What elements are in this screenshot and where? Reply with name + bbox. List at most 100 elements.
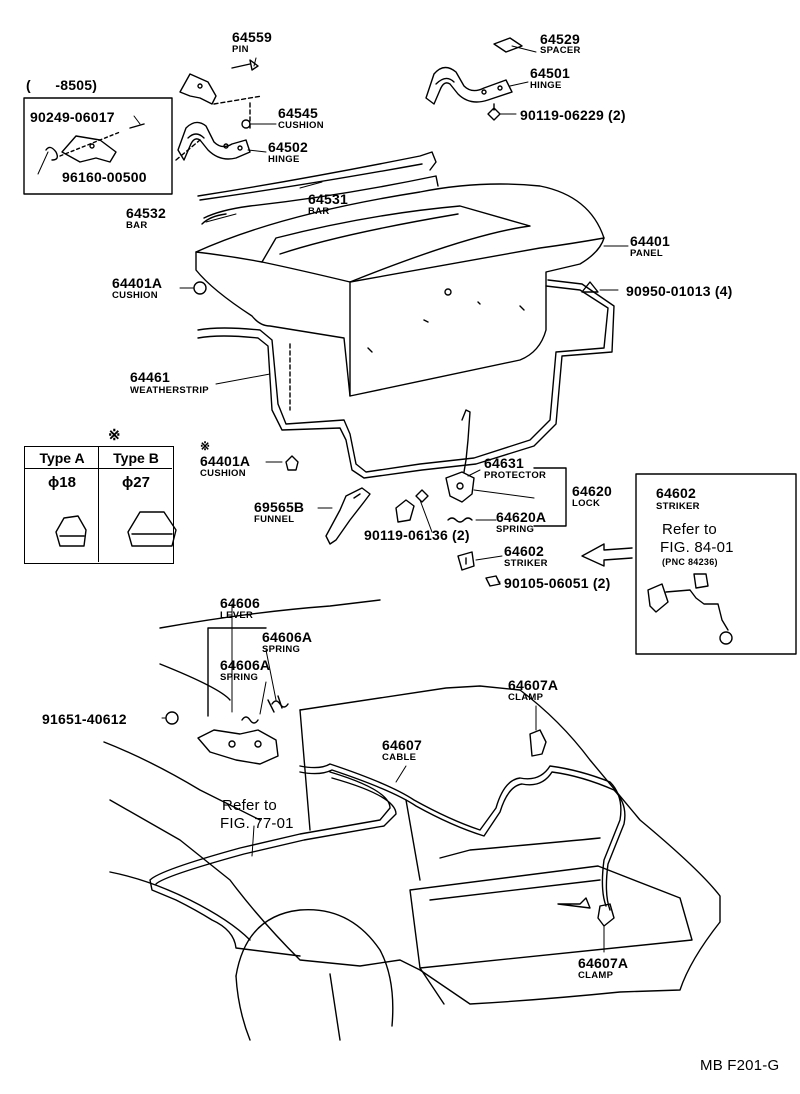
inset-box-frame xyxy=(23,97,173,195)
type-b-diameter: ϕ27 xyxy=(122,474,150,491)
striker-box-figure: FIG. 84-01 xyxy=(660,539,734,556)
label-64620-name: LOCK xyxy=(572,498,601,509)
hinge-64502-drawing xyxy=(177,121,251,161)
label-range-8505: ( -8505) xyxy=(26,77,98,93)
label-64602-number: 64602 xyxy=(504,543,544,559)
label-64607-name: CABLE xyxy=(382,752,417,763)
label-64545-name: CUSHION xyxy=(278,120,324,131)
striker-alt-drawing xyxy=(647,573,733,645)
label-64531-name: BAR xyxy=(308,206,330,217)
label-64531-number: 64531 xyxy=(308,191,348,207)
lever-64606-drawing xyxy=(197,695,283,765)
striker-box-part-number: 64602 xyxy=(656,485,696,501)
bar-64532-drawing xyxy=(201,175,439,225)
cushion-64545-drawing xyxy=(241,119,251,129)
label-64606-number: 64606 xyxy=(220,595,260,611)
label-64401A-top-name: CUSHION xyxy=(112,290,158,301)
figure-code: MB F201-G xyxy=(700,1057,780,1074)
type-a-heading: Type A xyxy=(39,450,85,466)
label-64532-number: 64532 xyxy=(126,205,166,221)
lock-64620-drawing xyxy=(445,409,475,503)
label-64559-name: PIN xyxy=(232,44,249,55)
spring-64606A-drawing xyxy=(241,700,289,724)
label-64602-name: STRIKER xyxy=(504,558,548,569)
type-table-mark: ※ xyxy=(108,427,121,444)
label-64532-name: BAR xyxy=(126,220,148,231)
label-64606A-upper-number: 64606A xyxy=(262,629,313,645)
cable-64607-drawing xyxy=(149,763,626,957)
type-table-column-divider xyxy=(98,446,99,562)
label-64401-number: 64401 xyxy=(630,233,670,249)
label-96160-00500: 96160-00500 xyxy=(62,169,147,185)
cushion-64401A-top-drawing xyxy=(193,281,207,295)
cushion-64401A-lower-drawing xyxy=(285,455,299,471)
pin-drawing xyxy=(231,59,259,71)
label-64620-number: 64620 xyxy=(572,483,612,499)
label-69565B-name: FUNNEL xyxy=(254,514,295,525)
label-64529-number: 64529 xyxy=(540,31,580,47)
label-64401A-lower-name: CUSHION xyxy=(200,468,246,479)
bolt-90119-06136-drawing xyxy=(415,489,429,503)
label-64606A-lower-name: SPRING xyxy=(220,672,259,683)
cushion-type-a-drawing xyxy=(55,515,87,547)
label-64401-name: PANEL xyxy=(630,248,663,259)
hinge-64501-drawing xyxy=(425,66,513,105)
label-64545-number: 64545 xyxy=(278,105,318,121)
label-64401A-lower-number: 64401A xyxy=(200,453,251,469)
label-64461-name: WEATHERSTRIP xyxy=(130,385,209,396)
label-refer-77: Refer to xyxy=(222,797,277,814)
striker-64602-drawing xyxy=(457,551,475,571)
label-64607A-upper-name: CLAMP xyxy=(508,692,544,703)
lock-group-bracket xyxy=(560,470,566,526)
spring-64620A-drawing xyxy=(447,517,473,523)
label-64501-name: HINGE xyxy=(530,80,562,91)
hinge-inset-drawing xyxy=(45,123,145,163)
striker-box-pnc: (PNC 84236) xyxy=(662,557,718,567)
dashed-leader-lines xyxy=(175,95,263,161)
label-64529-name: SPACER xyxy=(540,45,581,56)
striker-refer-box-frame xyxy=(635,473,797,655)
label-64607A-upper-number: 64607A xyxy=(508,677,559,693)
car-body-drawing xyxy=(103,599,721,1041)
type-a-diameter: ϕ18 xyxy=(48,474,76,491)
label-64502-name: HINGE xyxy=(268,154,300,165)
striker-box-part-name: STRIKER xyxy=(656,501,700,512)
label-64620A-number: 64620A xyxy=(496,509,547,525)
spacer-drawing xyxy=(493,37,523,53)
refer-arrow-drawing xyxy=(581,543,633,567)
bolt-90119-06229-drawing xyxy=(487,103,501,121)
label-90119-06229: 90119-06229 (2) xyxy=(520,107,626,123)
bar-64531-drawing xyxy=(197,151,437,201)
label-64607-number: 64607 xyxy=(382,737,422,753)
trunk-lid-panel-drawing xyxy=(195,183,605,397)
bolt-91651-drawing xyxy=(165,711,179,725)
label-64502-number: 64502 xyxy=(268,139,308,155)
label-90950-01013: 90950-01013 (4) xyxy=(626,283,733,299)
label-64607A-lower-name: CLAMP xyxy=(578,970,614,981)
hinge-small-drawing xyxy=(179,73,217,105)
label-64606A-upper-name: SPRING xyxy=(262,644,301,655)
label-64631-number: 64631 xyxy=(484,455,524,471)
clamp-64607A-upper-drawing xyxy=(529,729,547,757)
label-64620A-name: SPRING xyxy=(496,524,535,535)
bolt-90950-drawing xyxy=(581,281,599,293)
funnel-69565B-drawing xyxy=(325,487,371,545)
lever-bracket-line xyxy=(207,627,267,717)
type-table xyxy=(24,446,174,564)
label-64501-number: 64501 xyxy=(530,65,570,81)
label-64606A-lower-number: 64606A xyxy=(220,657,271,673)
type-b-heading: Type B xyxy=(113,450,159,466)
clamp-64607A-lower-drawing xyxy=(597,903,615,927)
cable-end-drawing xyxy=(557,897,591,909)
label-90249-06017: 90249-06017 xyxy=(30,109,115,125)
label-64559-number: 64559 xyxy=(232,29,272,45)
label-fig-77-01: FIG. 77-01 xyxy=(220,815,294,832)
label-64631-name: PROTECTOR xyxy=(484,470,547,481)
bolt-90105-drawing xyxy=(485,575,501,587)
weatherstrip-64461-drawing xyxy=(197,279,615,479)
label-64606-name: LEVER xyxy=(220,610,254,621)
leader-lines xyxy=(37,45,629,953)
lock-group-bracket-line xyxy=(533,467,567,527)
